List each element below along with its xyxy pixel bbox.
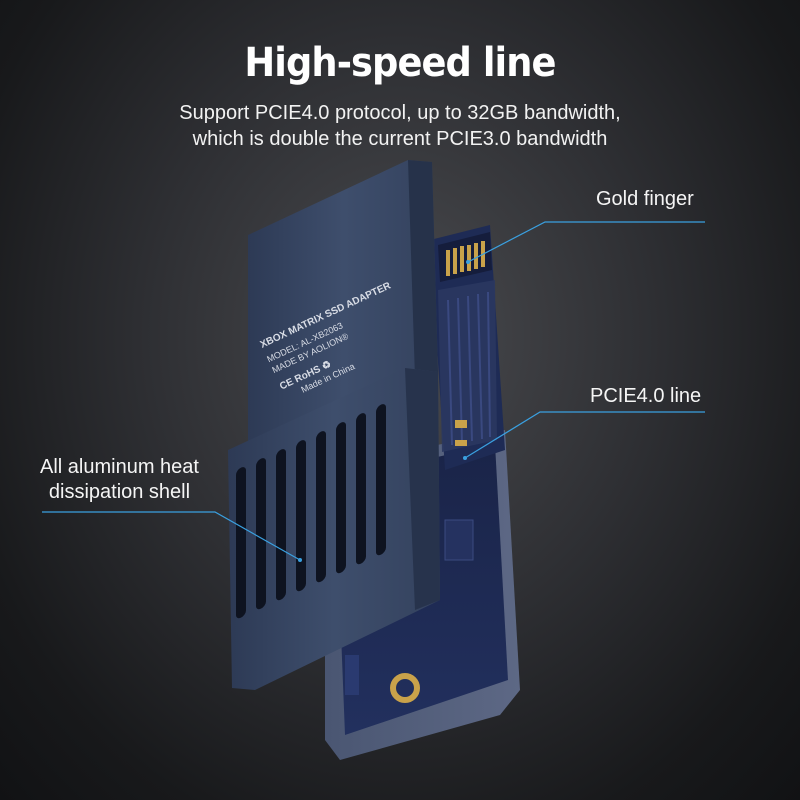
subtitle-line-1: Support PCIE4.0 protocol, up to 32GB ban… xyxy=(179,102,621,124)
gold-finger-anchor-dot xyxy=(466,260,470,264)
vent-slots xyxy=(236,404,386,619)
heat-shell-label: All aluminum heat dissipation shell xyxy=(40,455,199,505)
heat-shell-leader xyxy=(42,511,301,561)
page-subtitle: Support PCIE4.0 protocol, up to 32GB ban… xyxy=(0,100,800,152)
pcie-line-label: PCIE4.0 line xyxy=(590,385,702,407)
heat-shell-label-line-2: dissipation shell xyxy=(48,481,191,503)
subtitle-line-2: which is double the current PCIE3.0 band… xyxy=(192,128,608,150)
heat-shell-label-line-1: All aluminum heat xyxy=(40,456,199,478)
leader-lines xyxy=(42,221,705,561)
pcie-flex-cable xyxy=(430,225,505,470)
page-title: High-speed line xyxy=(244,40,556,86)
gold-finger-leader xyxy=(467,221,705,263)
gold-finger-label: Gold finger xyxy=(596,188,694,210)
heat-shell-anchor-dot xyxy=(298,558,302,562)
aluminum-shell xyxy=(228,160,440,690)
mounting-screw-icon xyxy=(390,673,420,703)
pcie-line-leader xyxy=(464,411,705,459)
pcie-line-anchor-dot xyxy=(463,456,467,460)
